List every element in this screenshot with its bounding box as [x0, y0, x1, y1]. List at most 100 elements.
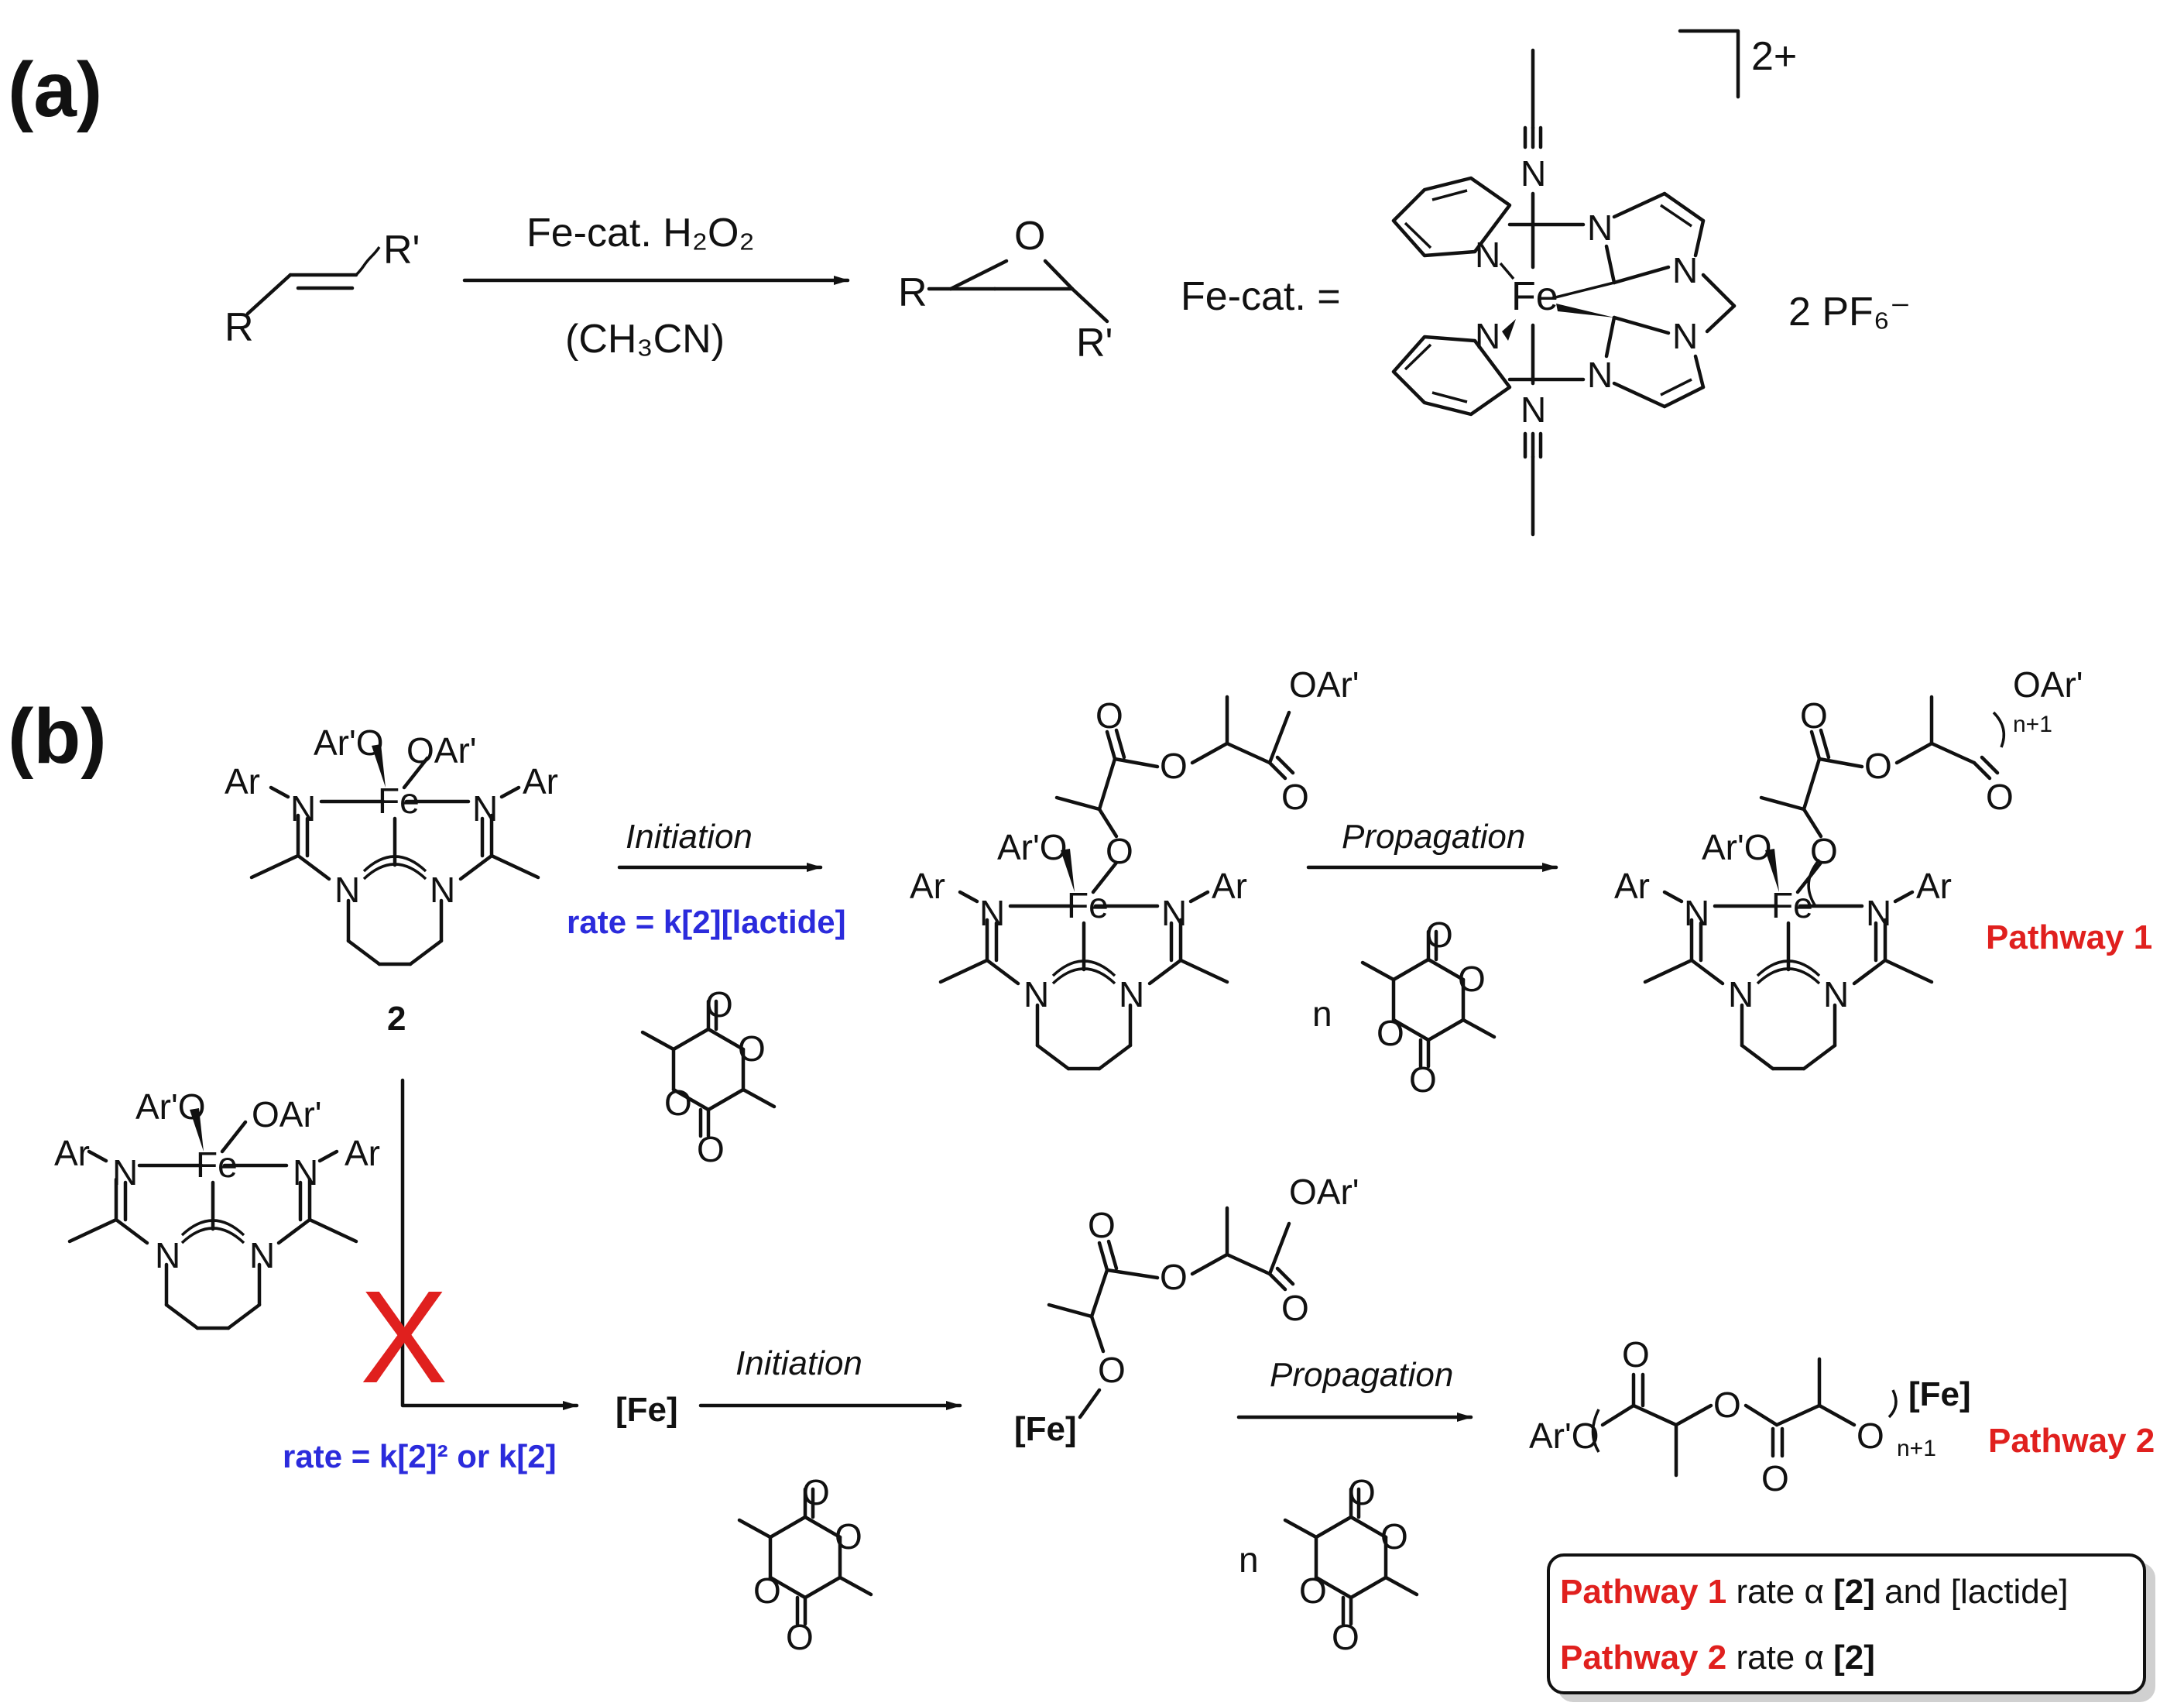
svg-text:Ar: Ar	[910, 866, 945, 906]
svg-text:N: N	[1521, 153, 1546, 194]
svg-text:N: N	[472, 788, 498, 829]
svg-text:Ar'O: Ar'O	[135, 1086, 206, 1127]
propagation-label-1: Propagation	[1342, 818, 1525, 856]
svg-text:Ar'O: Ar'O	[1529, 1416, 1599, 1456]
svg-text:N: N	[290, 788, 316, 829]
fe-atom-catalyst: Fe	[1511, 274, 1558, 319]
svg-text:O: O	[1800, 695, 1828, 736]
pathway-2-label: Pathway 2	[1988, 1422, 2155, 1460]
initiation-label-2: Initiation	[735, 1344, 862, 1382]
pathway-2-product: Ar'O O O O O n+1 [Fe]	[1529, 1334, 1971, 1498]
compound-2-copy: Fe Ar'O OAr' Ar N N Ar N N	[54, 1086, 380, 1328]
svg-text:O: O	[1425, 915, 1453, 955]
svg-text:O: O	[705, 984, 733, 1025]
svg-text:O: O	[1348, 1472, 1376, 1512]
svg-text:O: O	[1761, 1458, 1789, 1498]
svg-text:N: N	[1023, 974, 1049, 1014]
rate-law-2: rate = k[2]² or k[2]	[283, 1438, 557, 1474]
svg-text:O: O	[1095, 695, 1123, 736]
svg-text:N: N	[155, 1235, 180, 1275]
svg-text:Ar'O: Ar'O	[997, 827, 1068, 867]
svg-text:O: O	[1088, 1205, 1116, 1245]
svg-text:O: O	[1160, 1257, 1188, 1297]
svg-text:O: O	[1986, 777, 2014, 817]
svg-text:N: N	[112, 1152, 138, 1193]
svg-text:N: N	[1475, 235, 1500, 275]
svg-text:Ar'O: Ar'O	[314, 723, 384, 763]
compound-2-structure: Fe Ar'O OAr' Ar N N Ar N N	[225, 723, 558, 964]
fe-catalyst-structure: N N Fe N N N N N	[1391, 29, 1797, 537]
lactide-monomer-2: O O O O	[739, 1472, 871, 1657]
reactant-r: R	[225, 305, 254, 350]
svg-text:O: O	[786, 1617, 814, 1657]
lactide-monomers-n-2: n O O O O	[1239, 1472, 1417, 1657]
svg-text:O: O	[1377, 1013, 1404, 1053]
svg-text:O: O	[738, 1028, 766, 1069]
svg-text:n: n	[1239, 1540, 1259, 1580]
alkene-reactant: R R'	[225, 228, 420, 350]
svg-text:OAr': OAr'	[2013, 664, 2083, 705]
svg-text:O: O	[753, 1570, 781, 1611]
svg-text:Ar: Ar	[1614, 866, 1650, 906]
svg-text:n: n	[1312, 994, 1332, 1034]
panel-b-label: (b)	[8, 693, 107, 780]
svg-text:O: O	[835, 1516, 862, 1557]
svg-text:O: O	[1281, 777, 1309, 817]
product-r-prime: R'	[1076, 321, 1113, 366]
summary-line-2: Pathway 2 rate α [2]	[1560, 1639, 1875, 1677]
svg-text:N: N	[249, 1235, 275, 1275]
svg-text:OAr': OAr'	[1289, 664, 1359, 705]
svg-text:N: N	[1119, 974, 1144, 1014]
svg-text:n+1: n+1	[2013, 712, 2052, 737]
svg-text:N: N	[1587, 355, 1613, 395]
rate-law-1: rate = k[2][lactide]	[567, 904, 846, 940]
svg-text:O: O	[802, 1472, 830, 1512]
summary-line-1: Pathway 1 rate α [2] and [lactide]	[1560, 1573, 2068, 1611]
arrow-bottom-label: (CH₃CN)	[565, 317, 725, 362]
svg-text:O: O	[697, 1129, 725, 1169]
svg-text:N: N	[979, 893, 1005, 933]
cross-mark: X	[360, 1264, 447, 1411]
svg-text:N: N	[1587, 208, 1613, 248]
svg-text:N: N	[293, 1152, 318, 1193]
svg-text:Ar: Ar	[225, 761, 260, 802]
svg-text:N: N	[1823, 974, 1849, 1014]
summary-box: Pathway 1 rate α [2] and [lactide] Pathw…	[1547, 1553, 2155, 1702]
svg-text:O: O	[1458, 959, 1486, 999]
svg-text:O: O	[1622, 1334, 1650, 1375]
svg-text:OAr': OAr'	[252, 1094, 322, 1134]
reactant-r-prime: R'	[383, 228, 420, 273]
svg-text:OAr': OAr'	[406, 730, 477, 771]
svg-text:Ar: Ar	[54, 1133, 90, 1173]
svg-text:N: N	[430, 870, 455, 910]
svg-text:Fe: Fe	[1771, 885, 1813, 925]
svg-text:Ar'O: Ar'O	[1702, 827, 1772, 867]
svg-text:Fe: Fe	[196, 1145, 238, 1185]
svg-text:Ar: Ar	[345, 1133, 380, 1173]
svg-text:N: N	[1521, 390, 1546, 430]
charge-label: 2+	[1751, 34, 1797, 79]
svg-text:N: N	[1161, 893, 1187, 933]
intermediate-chain-2: [Fe] O O O O OAr'	[1014, 1172, 1359, 1448]
arrow-top-label: Fe-cat. H₂O₂	[526, 211, 755, 256]
svg-text:N: N	[1728, 974, 1754, 1014]
svg-text:O: O	[1299, 1570, 1327, 1611]
svg-text:O: O	[1380, 1516, 1408, 1557]
svg-text:[Fe]: [Fe]	[1014, 1410, 1077, 1448]
intermediate-complex-1: Fe Ar'O Ar N N Ar N N O O O O OAr'	[910, 664, 1359, 1069]
epoxide-product: O R R'	[898, 214, 1113, 366]
svg-text:O: O	[1106, 831, 1133, 871]
product-r: R	[898, 270, 927, 315]
svg-text:O: O	[1713, 1385, 1741, 1425]
svg-text:O: O	[1857, 1416, 1884, 1456]
compound-number-2: 2	[387, 1000, 406, 1038]
svg-text:N: N	[334, 870, 360, 910]
pathway-1-label: Pathway 1	[1986, 918, 2152, 956]
svg-text:Ar: Ar	[523, 761, 558, 802]
disfavored-arrow	[400, 1078, 579, 1410]
counterion-label: 2 PF₆⁻	[1788, 290, 1911, 335]
svg-text:N: N	[1672, 250, 1698, 290]
svg-text:N: N	[1684, 893, 1709, 933]
lactide-monomers-n-1: n O O O O	[1312, 915, 1494, 1100]
